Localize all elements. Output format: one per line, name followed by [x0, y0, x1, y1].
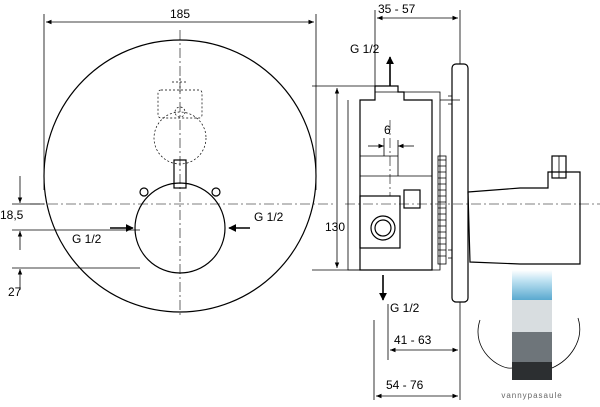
threaded-insert	[437, 155, 447, 265]
outlet-bottom-label: G 1/2	[390, 301, 420, 315]
inlet-right-label: G 1/2	[254, 210, 284, 224]
dim-label-41-63: 41 - 63	[394, 333, 432, 347]
watermark-text: vannypasaule	[501, 391, 562, 400]
handle-side	[467, 171, 581, 265]
dim-label-18-5: 18,5	[0, 208, 24, 222]
dim-label-185: 185	[170, 7, 190, 21]
side-view: 130 G 1/2 G 1/2 6	[312, 2, 600, 400]
dim-label-130: 130	[325, 220, 345, 234]
valve-stem	[173, 159, 187, 189]
outlet-top-label: G 1/2	[350, 42, 380, 56]
dim-label-6: 6	[384, 123, 391, 137]
handle-knob	[134, 182, 226, 274]
housing-outline	[157, 89, 203, 119]
dim-label-35-57: 35 - 57	[378, 2, 416, 16]
front-view: 185 18,5 27 G 1/2 G 1/2	[0, 7, 335, 318]
inlet-left-label: G 1/2	[72, 232, 102, 246]
valve-body	[359, 85, 433, 271]
watermark-logo: vannypasaule	[477, 270, 581, 400]
dim-label-54-76: 54 - 76	[386, 378, 424, 392]
dim-label-27: 27	[8, 285, 22, 299]
inlet-port	[370, 215, 396, 241]
install-box-outline	[347, 91, 441, 271]
